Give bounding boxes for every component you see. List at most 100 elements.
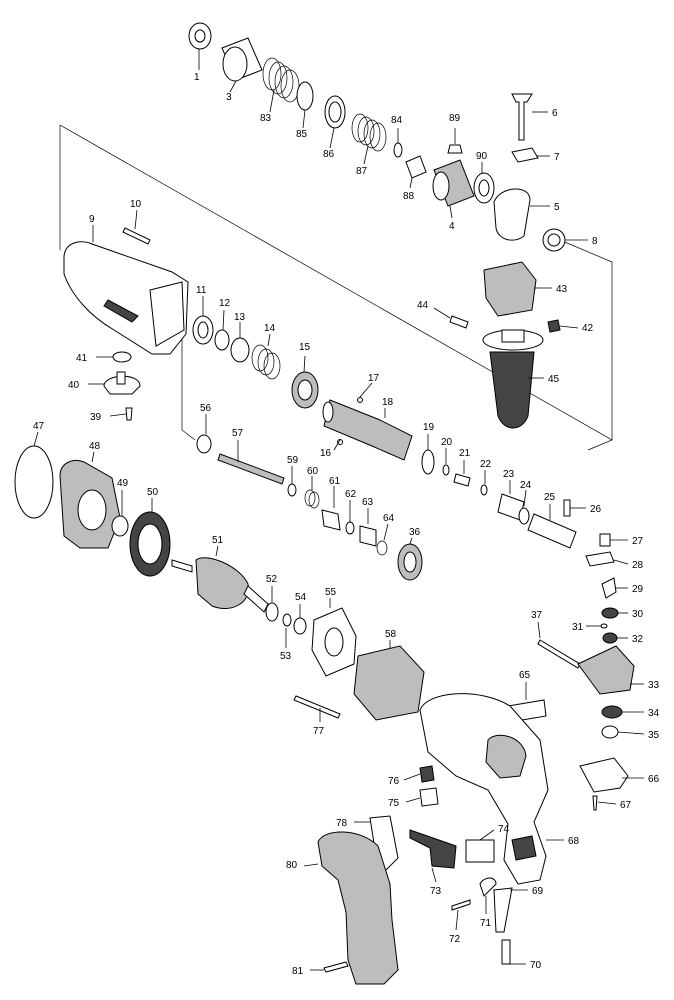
callout-45: 45: [548, 374, 560, 385]
callout-74: 74: [498, 824, 510, 835]
part-6-bolt: [511, 93, 533, 141]
callout-37: 37: [531, 610, 543, 621]
callout-3: 3: [226, 92, 232, 103]
part-9-housing: [63, 241, 189, 355]
callout-41: 41: [76, 353, 88, 364]
part-58-field: [353, 645, 425, 721]
callout-24: 24: [520, 480, 532, 491]
part-48-housing-cover: [59, 460, 121, 549]
callout-67: 67: [620, 800, 632, 811]
callout-83: 83: [260, 113, 272, 124]
callout-56: 56: [200, 403, 212, 414]
callout-23: 23: [503, 469, 515, 480]
part-3-sleeve: [221, 37, 263, 82]
part-50-gear: [129, 511, 171, 577]
callout-62: 62: [345, 489, 357, 500]
callout-43: 43: [556, 284, 568, 295]
part-51-armature: [171, 557, 269, 613]
parts-69-72-screws: [451, 877, 513, 933]
part-5-band: [493, 188, 531, 241]
assembly-lines: [59, 124, 613, 451]
callout-63: 63: [362, 497, 374, 508]
callout-32: 32: [632, 634, 644, 645]
callout-17: 17: [368, 373, 380, 384]
callout-34: 34: [648, 708, 660, 719]
parts-66-67-bracket: [579, 757, 629, 811]
part-18-cylinder: [322, 399, 413, 461]
parts-19-26-gears: [421, 449, 577, 549]
callout-10: 10: [130, 199, 142, 210]
callout-85: 85: [296, 129, 308, 140]
callout-69: 69: [532, 886, 544, 897]
callout-57: 57: [232, 428, 244, 439]
callout-6: 6: [552, 108, 558, 119]
callout-39: 39: [90, 412, 102, 423]
part-87-spring: [351, 113, 387, 152]
part-37-rod: [537, 639, 581, 669]
part-74-switch: [465, 839, 495, 863]
parts-11-15-bearings-and-spring: [192, 315, 319, 409]
callout-73: 73: [430, 886, 442, 897]
part-84-ring: [393, 142, 403, 158]
callout-70: 70: [530, 960, 542, 971]
part-10-screw: [122, 227, 151, 245]
callout-86: 86: [323, 149, 335, 160]
part-17-ball: [357, 397, 363, 403]
callout-77: 77: [313, 726, 325, 737]
callout-44: 44: [417, 300, 429, 311]
part-36-gear: [397, 543, 423, 581]
callout-64: 64: [383, 513, 395, 524]
callout-14: 14: [264, 323, 276, 334]
callout-72: 72: [449, 934, 461, 945]
callout-54: 54: [295, 592, 307, 603]
callout-18: 18: [382, 397, 394, 408]
callout-76: 76: [388, 776, 400, 787]
parts-52-54-bearings: [265, 602, 307, 635]
callout-80: 80: [286, 860, 298, 871]
callout-19: 19: [423, 422, 435, 433]
part-49-bearing: [111, 515, 129, 537]
part-33-switch-lever: [577, 645, 635, 695]
callout-20: 20: [441, 437, 453, 448]
callout-51: 51: [212, 535, 224, 546]
callout-36: 36: [409, 527, 421, 538]
callout-16: 16: [320, 448, 332, 459]
part-88-sleeve: [405, 155, 427, 179]
callout-15: 15: [299, 342, 311, 353]
callout-81: 81: [292, 966, 304, 977]
callout-68: 68: [568, 836, 580, 847]
callout-29: 29: [632, 584, 644, 595]
callout-42: 42: [582, 323, 594, 334]
callout-7: 7: [554, 152, 560, 163]
part-43-bracket: [483, 261, 537, 317]
parts-27-32-lever-assembly: [585, 533, 619, 644]
callout-12: 12: [219, 298, 231, 309]
part-73-switch-lever: [409, 829, 457, 869]
callout-11: 11: [196, 285, 207, 296]
callout-31: 31: [572, 622, 584, 633]
callout-55: 55: [325, 587, 337, 598]
part-55-baffle: [311, 607, 357, 677]
callout-8: 8: [592, 236, 598, 247]
parts-34-35-rings: [601, 705, 623, 739]
callout-1: 1: [194, 72, 200, 83]
part-16-ball: [337, 439, 343, 445]
callout-35: 35: [648, 730, 660, 741]
callout-22: 22: [480, 459, 492, 470]
part-83-spring: [262, 57, 300, 103]
part-57-shaft: [217, 453, 285, 485]
callout-75: 75: [388, 798, 400, 809]
part-47-o-ring: [14, 445, 54, 519]
part-77-screw: [293, 695, 341, 719]
callout-87: 87: [356, 166, 368, 177]
callout-5: 5: [554, 202, 560, 213]
callout-60: 60: [307, 466, 319, 477]
callout-47: 47: [33, 421, 45, 432]
part-42-nut: [547, 319, 561, 333]
part-4-tool-holder: [432, 159, 475, 207]
callout-89: 89: [449, 113, 461, 124]
callout-71: 71: [480, 918, 492, 929]
callout-28: 28: [632, 560, 644, 571]
